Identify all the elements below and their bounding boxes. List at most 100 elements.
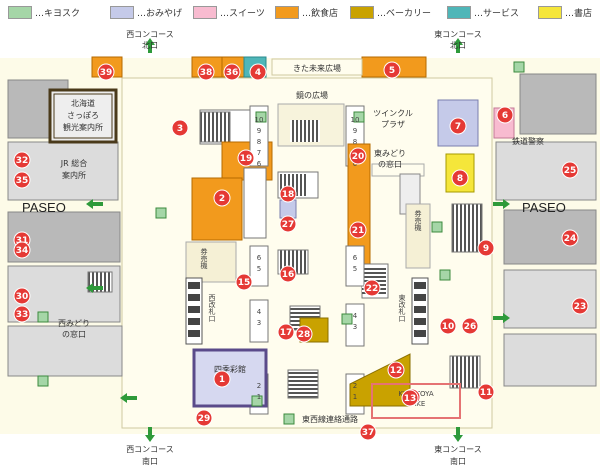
svg-text:ツインクル: ツインクル	[373, 109, 413, 118]
shop-pin-number: 27	[282, 220, 295, 230]
shop-pin-19[interactable]: 19	[237, 149, 255, 167]
shop-pin-6[interactable]: 6	[496, 106, 514, 124]
platform-number: 6	[257, 254, 262, 262]
shop-pin-20[interactable]: 20	[349, 147, 367, 165]
east-south-label-1: 東コンコース	[434, 444, 482, 454]
shop-pin-circle	[171, 119, 189, 137]
shop-pin-22[interactable]: 22	[363, 279, 381, 297]
shop-pin-8[interactable]: 8	[451, 169, 469, 187]
shop-pin-number: 36	[226, 68, 239, 78]
shop-pin-4[interactable]: 4	[249, 63, 267, 81]
tourist-info-box	[48, 88, 118, 144]
jr-info-label-2: 案内所	[62, 170, 86, 180]
shop-pin-21[interactable]: 21	[349, 221, 367, 239]
shop-pin-10[interactable]: 10	[439, 317, 457, 335]
shop-pin-12[interactable]: 12	[387, 361, 405, 379]
shop-pin-number: 25	[564, 166, 577, 176]
shop-pin-28[interactable]: 28	[295, 325, 313, 343]
platform-number: 2	[353, 382, 357, 390]
shop-pin-number: 10	[442, 322, 455, 332]
platform-number: 1	[257, 393, 261, 401]
legend-swatch	[447, 5, 471, 19]
shop-pin-number: 23	[574, 302, 587, 312]
shop-pin-34[interactable]: 34	[13, 241, 31, 259]
shop-pin-16[interactable]: 16	[279, 265, 297, 283]
shop-pin-9[interactable]: 9	[477, 239, 495, 257]
shop-pin-number: 33	[16, 310, 29, 320]
shop-pin-7[interactable]: 7	[449, 117, 467, 135]
shop-pin-number: 5	[389, 66, 395, 76]
shop-pin-18[interactable]: 18	[279, 185, 297, 203]
legend-item-bookstore: …書店	[538, 5, 592, 19]
shop-pin-number: 34	[16, 246, 29, 256]
shop-pin-26[interactable]: 26	[461, 317, 479, 335]
platform-number: 8	[257, 138, 261, 146]
shop-pin-37[interactable]: 37	[359, 423, 377, 441]
platform-number: 1	[353, 393, 357, 401]
legend-swatch	[350, 5, 374, 19]
legend-item-bakery: …ベーカリー	[350, 5, 431, 19]
shop-pin-number: 37	[362, 428, 375, 438]
shop-pin-circle	[13, 287, 31, 305]
ticket-label-east: 券売機	[414, 209, 422, 232]
legend-swatch	[8, 5, 32, 19]
shop-pin-number: 12	[390, 366, 403, 376]
shop-pin-number: 22	[366, 284, 379, 294]
shop-pin-circle	[387, 361, 405, 379]
shop-pin-25[interactable]: 25	[561, 161, 579, 179]
shop-pin-2[interactable]: 2	[213, 189, 231, 207]
shop-pin-circle	[213, 370, 231, 388]
shop-pin-23[interactable]: 23	[571, 297, 589, 315]
shop-pin-circle	[477, 239, 495, 257]
shop-pin-36[interactable]: 36	[223, 63, 241, 81]
shop-pin-13[interactable]: 13	[401, 389, 419, 407]
legend-item-restaurant: …飲食店	[275, 5, 338, 19]
shop-pin-circle	[496, 106, 514, 124]
shop-pin-33[interactable]: 33	[13, 305, 31, 323]
shop-pin-circle	[451, 169, 469, 187]
exit-arrows	[86, 38, 510, 442]
ticket-label-west: 券売機	[200, 247, 208, 270]
svg-text:さっぽろ: さっぽろ	[67, 111, 99, 120]
shop-pin-15[interactable]: 15	[235, 273, 253, 291]
kiosk-markers	[37, 61, 525, 425]
platform-number: 9	[353, 127, 357, 135]
platform-number: 6	[353, 254, 358, 262]
shop-pin-5[interactable]: 5	[383, 61, 401, 79]
shop-pin-30[interactable]: 30	[13, 287, 31, 305]
svg-text:東コンコース: 東コンコース	[434, 29, 482, 39]
shop-pin-17[interactable]: 17	[277, 323, 295, 341]
shop-pin-number: 35	[16, 176, 29, 186]
shop-pin-1[interactable]: 1	[213, 370, 231, 388]
shop-pin-38[interactable]: 38	[197, 63, 215, 81]
shop-pin-number: 13	[404, 394, 417, 404]
shop-pin-circle	[401, 389, 419, 407]
shop-pin-number: 21	[352, 226, 365, 236]
shop-pin-circle	[571, 297, 589, 315]
shop-pin-circle	[249, 63, 267, 81]
legend-label: …スイーツ	[220, 8, 265, 19]
svg-text:西コンコース: 西コンコース	[126, 445, 174, 454]
platform-number: 10	[351, 116, 360, 124]
shop-pin-27[interactable]: 27	[279, 215, 297, 233]
shop-pin-39[interactable]: 39	[97, 63, 115, 81]
station-map: 109876109876656543432121 西コンコース 北口 東コンコー…	[0, 29, 600, 466]
kagami-plaza-label: 鏡の広場	[296, 90, 328, 100]
shop-pin-24[interactable]: 24	[561, 229, 579, 247]
shop-pin-circle	[363, 279, 381, 297]
kinotoya-box	[371, 383, 461, 419]
shop-pin-circle	[13, 171, 31, 189]
legend-item-kiosk: …キヨスク	[8, 5, 80, 19]
shop-pin-3[interactable]: 3	[171, 119, 189, 137]
east-north-label-2: 北口	[450, 41, 466, 50]
shop-pin-29[interactable]: 29	[195, 409, 213, 427]
platform-number: 5	[353, 265, 357, 273]
platform-number: 7	[257, 149, 261, 157]
east-gate-label: 東改札口	[398, 293, 406, 322]
shop-pin-35[interactable]: 35	[13, 171, 31, 189]
shop-pin-11[interactable]: 11	[477, 383, 495, 401]
shop-pin-circle	[439, 317, 457, 335]
shop-pin-32[interactable]: 32	[13, 151, 31, 169]
shop-pin-number: 17	[280, 328, 293, 338]
shop-pin-number: 2	[219, 194, 225, 204]
